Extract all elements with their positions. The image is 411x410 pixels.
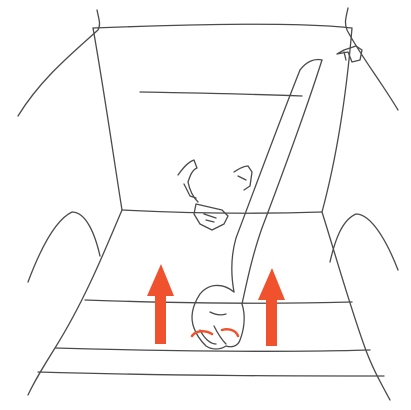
hand-knuckle [210,312,226,315]
left-side-bolster [28,212,100,282]
arm-lower-edge [242,60,322,304]
seat-cushion-line [85,300,352,303]
up-arrow-icon-right [258,268,285,346]
left-seat-wing [18,10,100,116]
right-harness-strap-inner [238,176,246,180]
buckle-detail [204,214,216,222]
up-arrow-icon-left [147,264,174,344]
strap-loop-right [222,329,238,336]
arm-upper-edge [232,70,300,292]
right-seat-wing [345,8,398,110]
right-side-bolster [330,214,398,270]
seat-base-right-side [322,212,390,400]
backrest-crease [140,92,302,96]
seat-bottom-line [38,372,384,376]
backrest-left-edge [93,28,122,210]
hand-outline [192,285,244,349]
left-harness-strap-inner [184,184,196,198]
seat-base-left-side [28,210,122,395]
backrest-outline [93,24,352,212]
left-harness-strap [178,160,198,202]
